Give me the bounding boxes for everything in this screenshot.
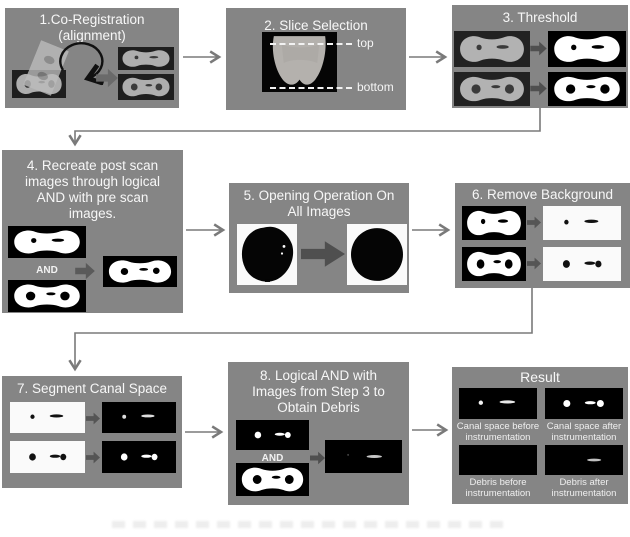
step4-title-line4: images. [68, 206, 117, 221]
result-box: Result Canal space before instrumentatio… [452, 367, 628, 504]
top-slice-line [270, 43, 352, 45]
circle-after-opening-image [347, 224, 407, 285]
step6-box: 6. Remove Background [455, 183, 630, 288]
step7-box: 7. Segment Canal Space [2, 376, 182, 488]
step4-title-line3: AND with pre scan [36, 190, 149, 205]
bottom-slice-label: bottom [357, 80, 394, 94]
canal-before-image [459, 388, 537, 419]
step6-arrow-bottom-icon [527, 257, 541, 270]
step5-box: 5. Opening Operation On All Images [229, 183, 409, 293]
step6-title: 6. Remove Background [471, 187, 614, 202]
step2-box: 2. Slice Selection top bottom [226, 8, 406, 110]
step4-title-line1: 4. Recreate post scan [26, 158, 159, 173]
step8-box: 8. Logical AND with Images from Step 3 t… [228, 362, 409, 505]
bottom-slice-line [270, 87, 352, 89]
step8-arrow-icon [310, 451, 325, 465]
debris-after-caption: Debris after instrumentation [551, 477, 617, 499]
step1-arrow-icon [96, 68, 118, 88]
step6-arrow-top-icon [527, 216, 541, 229]
tooth-image [262, 32, 337, 92]
binary-with-bg-pre-image [462, 206, 526, 240]
binary-pre-input-image [8, 280, 86, 312]
rotated-slice-overlay-image [23, 40, 69, 96]
canal-space-input-image [236, 420, 309, 450]
step5-title-line2: All Images [287, 204, 351, 219]
canal-before-caption: Canal space before instrumentation [456, 421, 540, 443]
faint-caption-remnant [112, 521, 507, 528]
step1-title-line2: (alignment) [58, 28, 126, 43]
step8-title-line2: Images from Step 3 to [252, 384, 385, 399]
aligned-slice-pre-image [118, 47, 174, 70]
grayscale-pre-image [454, 31, 530, 67]
binary-post-image [548, 72, 626, 106]
step7-arrow-top-icon [86, 412, 100, 425]
step3-arrow-top-icon [530, 41, 547, 56]
recreated-post-image [103, 256, 177, 287]
arrow-step3-step4-icon [68, 108, 541, 147]
step8-title-line3: Obtain Debris [277, 400, 360, 415]
canal-specks-white-post-image [543, 247, 621, 281]
step4-title-line2: images through logical [24, 174, 161, 189]
step7-arrow-bottom-icon [86, 451, 100, 464]
step3-title: 3. Threshold [502, 10, 578, 25]
step8-title-line1: 8. Logical AND with [259, 368, 378, 383]
rotation-loop-arrow-icon [59, 42, 105, 90]
step4-arrow-icon [75, 262, 95, 280]
step7-title: 7. Segment Canal Space [16, 381, 168, 396]
step1-title-line1: 1.Co-Registration [39, 12, 145, 27]
binary-post-input-image [8, 226, 86, 258]
step3-box: 3. Threshold [452, 5, 628, 108]
result-title: Result [520, 369, 560, 385]
top-slice-label: top [357, 36, 374, 50]
binary-pre-image [548, 31, 626, 67]
canal-segmented-pre-image [102, 402, 176, 433]
canal-specks-white-pre-image [543, 206, 621, 240]
aligned-slice-post-image [118, 74, 174, 100]
specks-white-pre-image [10, 402, 85, 433]
circle-before-opening-image [237, 224, 297, 285]
canal-segmented-post-image [102, 441, 176, 473]
debris-before-caption: Debris before instrumentation [465, 477, 531, 499]
debris-output-image [325, 440, 402, 473]
step4-and-label: AND [36, 265, 58, 276]
canal-after-image [545, 388, 623, 419]
step5-title-line1: 5. Opening Operation On [243, 188, 395, 203]
debris-after-image [545, 445, 623, 475]
step1-box: 1.Co-Registration (alignment) [5, 8, 179, 108]
step4-box: 4. Recreate post scan images through log… [2, 150, 183, 313]
step8-and-label: AND [261, 453, 284, 464]
binary-with-bg-post-image [462, 247, 526, 281]
specks-white-post-image [10, 441, 85, 473]
canal-after-caption: Canal space after instrumentation [546, 421, 622, 443]
threshold-input-image [236, 463, 309, 496]
grayscale-post-image [454, 72, 530, 106]
step2-title: 2. Slice Selection [264, 18, 368, 33]
debris-before-image [459, 445, 537, 475]
step5-arrow-icon [301, 241, 345, 267]
step3-arrow-bottom-icon [530, 81, 547, 96]
